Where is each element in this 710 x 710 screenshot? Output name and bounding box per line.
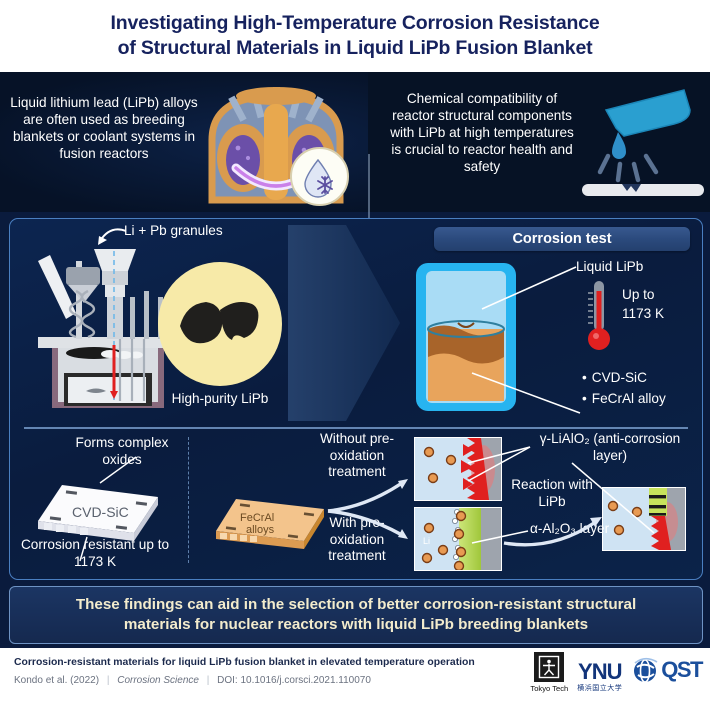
qst-globe-icon: [634, 657, 658, 683]
reaction-with-lipb-label: Reaction with LiPb: [511, 477, 593, 509]
intro-text-left: Liquid lithium lead (LiPb) alloys are of…: [10, 95, 198, 161]
tokyo-tech-label: Tokyo Tech: [530, 684, 569, 693]
micro-diagram-with-preoxidation: Li: [414, 507, 502, 571]
beaker-with-liquid-lipb-icon: [414, 261, 518, 413]
temperature-label: Up to 1173 K: [622, 285, 664, 323]
branch-arrows-icon: [327, 479, 408, 539]
alpha-leader-line: [471, 530, 529, 544]
sic-top-leader-line: [99, 456, 137, 484]
micro-diagram-final-layer: [602, 487, 686, 551]
gamma-leader-line-final: [571, 462, 655, 534]
granules-label: Li + Pb granules: [124, 223, 223, 238]
temperature-line-1: Up to: [622, 287, 655, 302]
journal-name: Corrosion Science: [117, 675, 199, 686]
paper-meta: Kondo et al. (2022) | Corrosion Science …: [14, 675, 371, 686]
high-purity-lipb-label: High-purity LiPb: [171, 391, 269, 406]
fecral-alloy-sample-plate-icon: FeCrAl alloys: [216, 499, 324, 549]
svg-text:alloys: alloys: [246, 524, 275, 536]
cvd-sic-sample-plate-icon: CVD-SiC: [38, 485, 158, 541]
thermometer-icon: [588, 281, 610, 350]
paper-doi[interactable]: DOI: 10.1016/j.corsci.2021.110070: [217, 675, 371, 686]
without-preoxidation-label: Without pre-oxidation treatment: [319, 431, 395, 479]
experiment-panel: Li + Pb granules High-purity LiPb Corros…: [9, 218, 703, 580]
section-divider: [24, 427, 688, 429]
with-preoxidation-label: With pre-oxidation treatment: [328, 515, 386, 563]
paper-authors: Kondo et al. (2022): [14, 675, 100, 686]
gamma-lialo2-label: γ-LiAlO₂ (anti-corrosion layer): [539, 431, 681, 463]
list-item: •CVD-SiC: [582, 370, 647, 385]
furnace-crucible-apparatus-icon: [38, 249, 172, 408]
conclusion-text: These findings can aid in the selection …: [66, 595, 646, 635]
qst-label: QST: [661, 657, 703, 682]
qst-logo: QST: [631, 655, 703, 693]
svg-text:CVD-SiC: CVD-SiC: [72, 504, 129, 520]
intro-text-right: Chemical compatibility of reactor struct…: [390, 91, 574, 174]
process-flow-chevron-icon: [288, 225, 400, 421]
title-line-1: Investigating High-Temperature Corrosion…: [110, 12, 600, 34]
gamma-leader-line-upper: [467, 446, 531, 482]
intro-panel-right: Chemical compatibility of reactor struct…: [368, 72, 710, 212]
title-bar: Investigating High-Temperature Corrosion…: [0, 0, 710, 72]
conclusion-line-1: These findings can aid in the selection …: [75, 596, 637, 613]
panel-divider: [368, 154, 370, 276]
ynu-label: YNU: [578, 659, 622, 684]
granules-arrow-icon: [98, 228, 127, 245]
tokyo-tech-mark-icon: [534, 652, 565, 682]
list-item: •FeCrAl alloy: [582, 391, 666, 406]
intro-band: Liquid lithium lead (LiPb) alloys are of…: [0, 72, 710, 276]
paper-title: Corrosion-resistant materials for liquid…: [14, 657, 475, 668]
ynu-logo: YNU 横浜国立大学: [577, 661, 622, 693]
lipb-ingot-magnifier-icon: [158, 262, 282, 386]
conclusion-line-2: materials for nuclear reactors with liqu…: [123, 616, 589, 633]
flask-pouring-onto-corroding-bar-icon: [582, 89, 704, 196]
ynu-japanese-label: 横浜国立大学: [577, 685, 623, 692]
conclusion-box: These findings can aid in the selection …: [9, 586, 703, 644]
liquid-lipb-leader-line: [481, 266, 577, 310]
material-label: CVD-SiC: [591, 370, 647, 385]
coolant-droplet-snowflake-icon: [290, 147, 349, 206]
micro-diagram-without-preoxidation: [414, 437, 502, 501]
logo-group: Tokyo Tech YNU 横浜国立大学 QST: [530, 652, 703, 693]
intro-panel-left: Liquid lithium lead (LiPb) alloys are of…: [0, 72, 368, 212]
sic-bottom-leader-line: [79, 536, 88, 562]
liquid-lipb-label: Liquid LiPb: [576, 259, 644, 274]
sic-oxides-label: Forms complex oxides: [75, 435, 169, 467]
footer: Corrosion-resistant materials for liquid…: [0, 648, 710, 710]
sic-resistance-label: Corrosion resistant up to 1173 K: [20, 537, 170, 569]
page-title: Investigating High-Temperature Corrosion…: [97, 11, 614, 61]
temperature-line-2: 1173 K: [622, 306, 665, 321]
reaction-arrow-icon: [503, 517, 602, 547]
tokyo-tech-logo: Tokyo Tech: [530, 652, 568, 693]
material-label: FeCrAl alloy: [591, 391, 666, 406]
svg-text:FeCrAl: FeCrAl: [240, 512, 274, 524]
sample-leader-line: [471, 372, 581, 414]
title-line-2: of Structural Materials in Liquid LiPb F…: [117, 37, 593, 59]
test-materials-list: •CVD-SiC •FeCrAl alloy: [582, 367, 666, 409]
corrosion-test-header: Corrosion test: [434, 227, 690, 251]
results-column-divider: [188, 437, 189, 563]
svg-text:Li: Li: [423, 536, 430, 546]
